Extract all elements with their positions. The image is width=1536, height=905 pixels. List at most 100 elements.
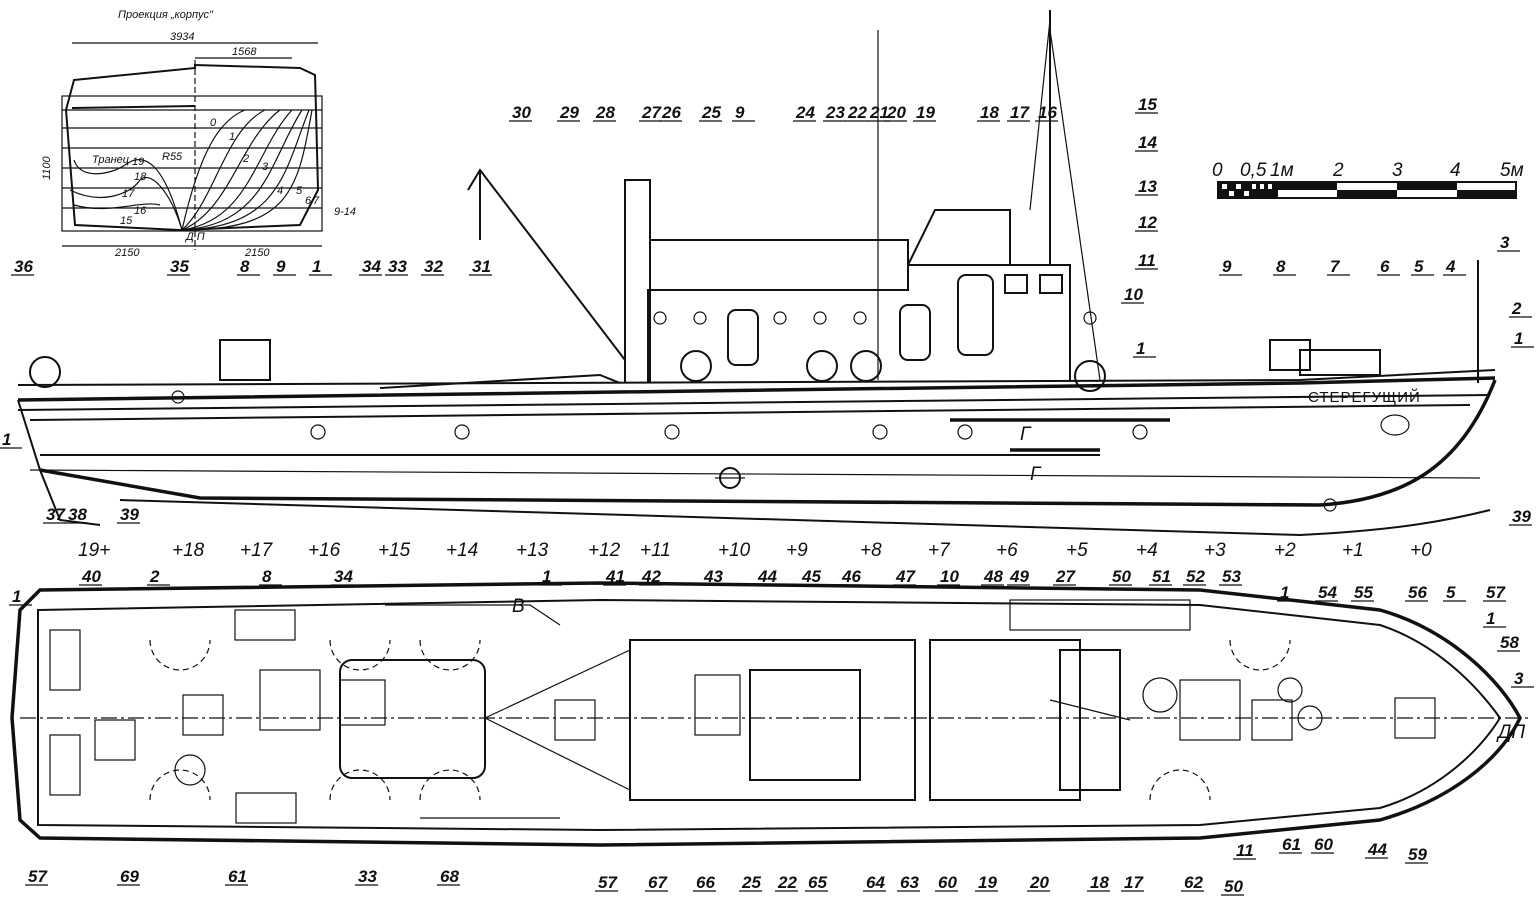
callout-number: 50 [1112, 567, 1131, 586]
callout-number: 45 [801, 567, 821, 586]
callout-number: 5 [1446, 583, 1456, 602]
callout-number: 15 [1138, 95, 1157, 114]
station-label: 1 [229, 131, 235, 143]
callout-number: 33 [388, 257, 407, 276]
callout-number: 50 [1224, 877, 1243, 896]
callout-number: 32 [424, 257, 443, 276]
callout-number: 30 [512, 103, 531, 122]
dim-height: 1100 [41, 155, 53, 180]
callout-number: 9 [735, 103, 745, 122]
frame-number: +18 [172, 540, 205, 561]
station-label: 0 [210, 117, 217, 129]
station-label: 7 [313, 195, 320, 207]
frame-number: +12 [588, 540, 621, 561]
station-label: 9-14 [334, 206, 356, 218]
scale-label: 0 [1212, 160, 1223, 181]
frame-number: +7 [928, 540, 951, 561]
callout-number: 5 [1414, 257, 1424, 276]
callout-number: 16 [1038, 103, 1057, 122]
frame-number: +3 [1204, 540, 1226, 561]
frame-number: +9 [786, 540, 808, 561]
callout-number: 34 [362, 257, 381, 276]
section-mark: Г [1030, 464, 1042, 485]
callout-number: 10 [1124, 285, 1143, 304]
body-plan-inset: Проекция „корпус" 3934 1568 0 1 2 3 4 5 … [41, 9, 356, 259]
callout-number: 20 [1029, 873, 1049, 892]
callout-number: 53 [1222, 567, 1241, 586]
callout-number: 2 [1511, 299, 1522, 318]
callout-number: 44 [757, 567, 777, 586]
frame-numbers: 19++18+17+16+15+14+13+12+11+10+9+8+7+6+5… [78, 540, 1432, 561]
station-label: 6 [305, 195, 312, 207]
callout-number: 49 [1009, 567, 1029, 586]
callout-number: 59 [1408, 845, 1427, 864]
frame-number: +1 [1342, 540, 1364, 561]
callout-number: 18 [980, 103, 999, 122]
callout-number: 3 [1514, 669, 1524, 688]
frame-number: +15 [378, 540, 411, 561]
callout-number: 35 [170, 257, 189, 276]
station-label: 19 [132, 156, 144, 168]
callout-number: 48 [983, 567, 1003, 586]
frame-number: +11 [640, 540, 671, 561]
callout-number: 57 [28, 867, 48, 886]
scale-label: 4 [1450, 160, 1461, 181]
callout-number: 68 [440, 867, 459, 886]
dim-left: 2150 [114, 247, 140, 259]
callout-number: 1 [1486, 609, 1495, 628]
callout-number: 13 [1138, 177, 1157, 196]
transom-label: Транец [92, 154, 129, 166]
dim-right: 2150 [244, 247, 270, 259]
radius-label: R55 [162, 151, 183, 163]
frame-number: +13 [516, 540, 549, 561]
station-label: 15 [120, 215, 133, 227]
scale-label: 3 [1392, 160, 1403, 181]
callout-number: 1 [1280, 583, 1289, 602]
dim-overall: 3934 [170, 31, 194, 43]
callout-number: 25 [741, 873, 761, 892]
callout-number: 37 [46, 505, 66, 524]
callout-number: 46 [841, 567, 861, 586]
callout-number: 1 [312, 257, 321, 276]
station-label: 2 [242, 153, 249, 165]
frame-number: +5 [1066, 540, 1088, 561]
callout-number: 1 [12, 587, 21, 606]
centerline-label: ДП [1496, 722, 1525, 743]
callout-number: 14 [1138, 133, 1157, 152]
callout-number: 1 [1514, 329, 1523, 348]
view-mark: В [512, 596, 525, 617]
callout-number: 1 [542, 567, 551, 586]
callout-number: 51 [1152, 567, 1171, 586]
station-label: 16 [134, 205, 147, 217]
callout-number: 39 [1512, 507, 1531, 526]
frame-number: 19+ [78, 540, 110, 561]
callout-number: 63 [900, 873, 919, 892]
callout-number: 57 [1486, 583, 1506, 602]
callout-number: 17 [1010, 103, 1030, 122]
callout-number: 10 [940, 567, 959, 586]
callout-number: 56 [1408, 583, 1427, 602]
callout-number: 39 [120, 505, 139, 524]
callout-number: 9 [1222, 257, 1232, 276]
callout-number: 17 [1124, 873, 1144, 892]
callout-number: 60 [938, 873, 957, 892]
station-label: 18 [134, 171, 147, 183]
callout-number: 61 [1282, 835, 1301, 854]
callout-number: 65 [808, 873, 827, 892]
callout-number: 11 [1236, 841, 1254, 860]
callout-number: 41 [605, 567, 625, 586]
callout-number: 20 [886, 103, 906, 122]
callout-number: 57 [598, 873, 618, 892]
callout-number: 40 [81, 567, 101, 586]
callout-number: 12 [1138, 213, 1157, 232]
callout-number: 27 [1055, 567, 1076, 586]
callout-number: 7 [1330, 257, 1341, 276]
callout-number: 61 [228, 867, 247, 886]
callout-number: 31 [472, 257, 491, 276]
scale-label: 1м [1270, 160, 1294, 181]
frame-number: +17 [240, 540, 274, 561]
frame-number: +0 [1410, 540, 1432, 561]
ship-name: СТЕРЕГУЩИЙ [1308, 388, 1421, 406]
